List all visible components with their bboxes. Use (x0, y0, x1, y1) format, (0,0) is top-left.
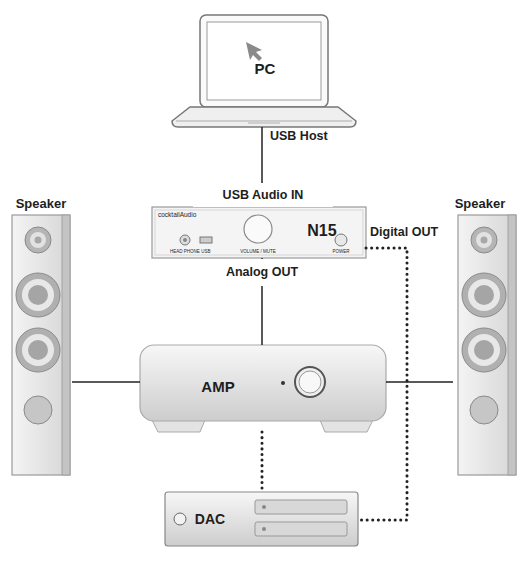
laptop-screen (207, 22, 321, 100)
laptop-node: PC (172, 15, 356, 127)
dac-slot (255, 522, 347, 536)
port-label: Digital OUT (370, 224, 450, 240)
speaker-node: Speaker (10, 196, 72, 476)
dac-button (174, 513, 186, 525)
edge-label: USB Host (270, 129, 340, 143)
amp-knob (295, 367, 325, 397)
speaker-cable (386, 381, 453, 383)
device-front (152, 207, 366, 258)
amp-knob-face (299, 371, 321, 393)
dac-slot (255, 500, 347, 514)
node-text: DAC (187, 510, 233, 528)
amp-illustration (140, 345, 386, 432)
node-text: N15 (300, 221, 344, 241)
dac-body (165, 492, 358, 546)
laptop-base (172, 107, 356, 127)
amp-body (140, 345, 386, 421)
speaker-illustration (12, 215, 70, 475)
dac-illustration (165, 492, 358, 546)
laptop-lid (200, 15, 328, 107)
digital-cable (261, 432, 264, 492)
volume-knob (244, 215, 272, 243)
node-text: Speaker (437, 196, 522, 212)
node-text: PC (235, 59, 295, 79)
node-text: Speaker (0, 196, 84, 212)
brand-label: cocktailAudio (158, 211, 208, 219)
speaker-cable (72, 381, 140, 383)
laptop-illustration (172, 15, 356, 127)
power-button (335, 234, 347, 246)
panel-label: VOLUME / MUTE (232, 249, 284, 255)
dac-slot-dot (262, 527, 266, 531)
amp-foot (320, 420, 373, 432)
dac-node: DAC (165, 492, 358, 546)
port-label: USB Audio IN (193, 183, 333, 207)
dac-slot-dot (262, 505, 266, 509)
cursor-arrow (246, 42, 262, 61)
device-bevel (155, 210, 363, 255)
panel-label: USB (198, 249, 214, 255)
n15-illustration (152, 207, 366, 258)
panel-label: POWER (326, 249, 356, 255)
speaker-illustration (458, 215, 516, 475)
digital-cable (358, 248, 407, 520)
amplifier-node: AMP (140, 345, 386, 432)
panel-label: HEAD PHONE (168, 249, 202, 255)
node-text: AMP (188, 377, 248, 397)
speaker-node: Speaker (453, 196, 515, 476)
headphone-jack (180, 235, 190, 245)
laptop-notch (248, 121, 280, 124)
amp-led (281, 381, 285, 385)
headphone-hole (183, 238, 187, 242)
usb-port (200, 237, 212, 243)
port-label: Analog OUT (202, 259, 322, 286)
amp-foot (152, 420, 205, 432)
